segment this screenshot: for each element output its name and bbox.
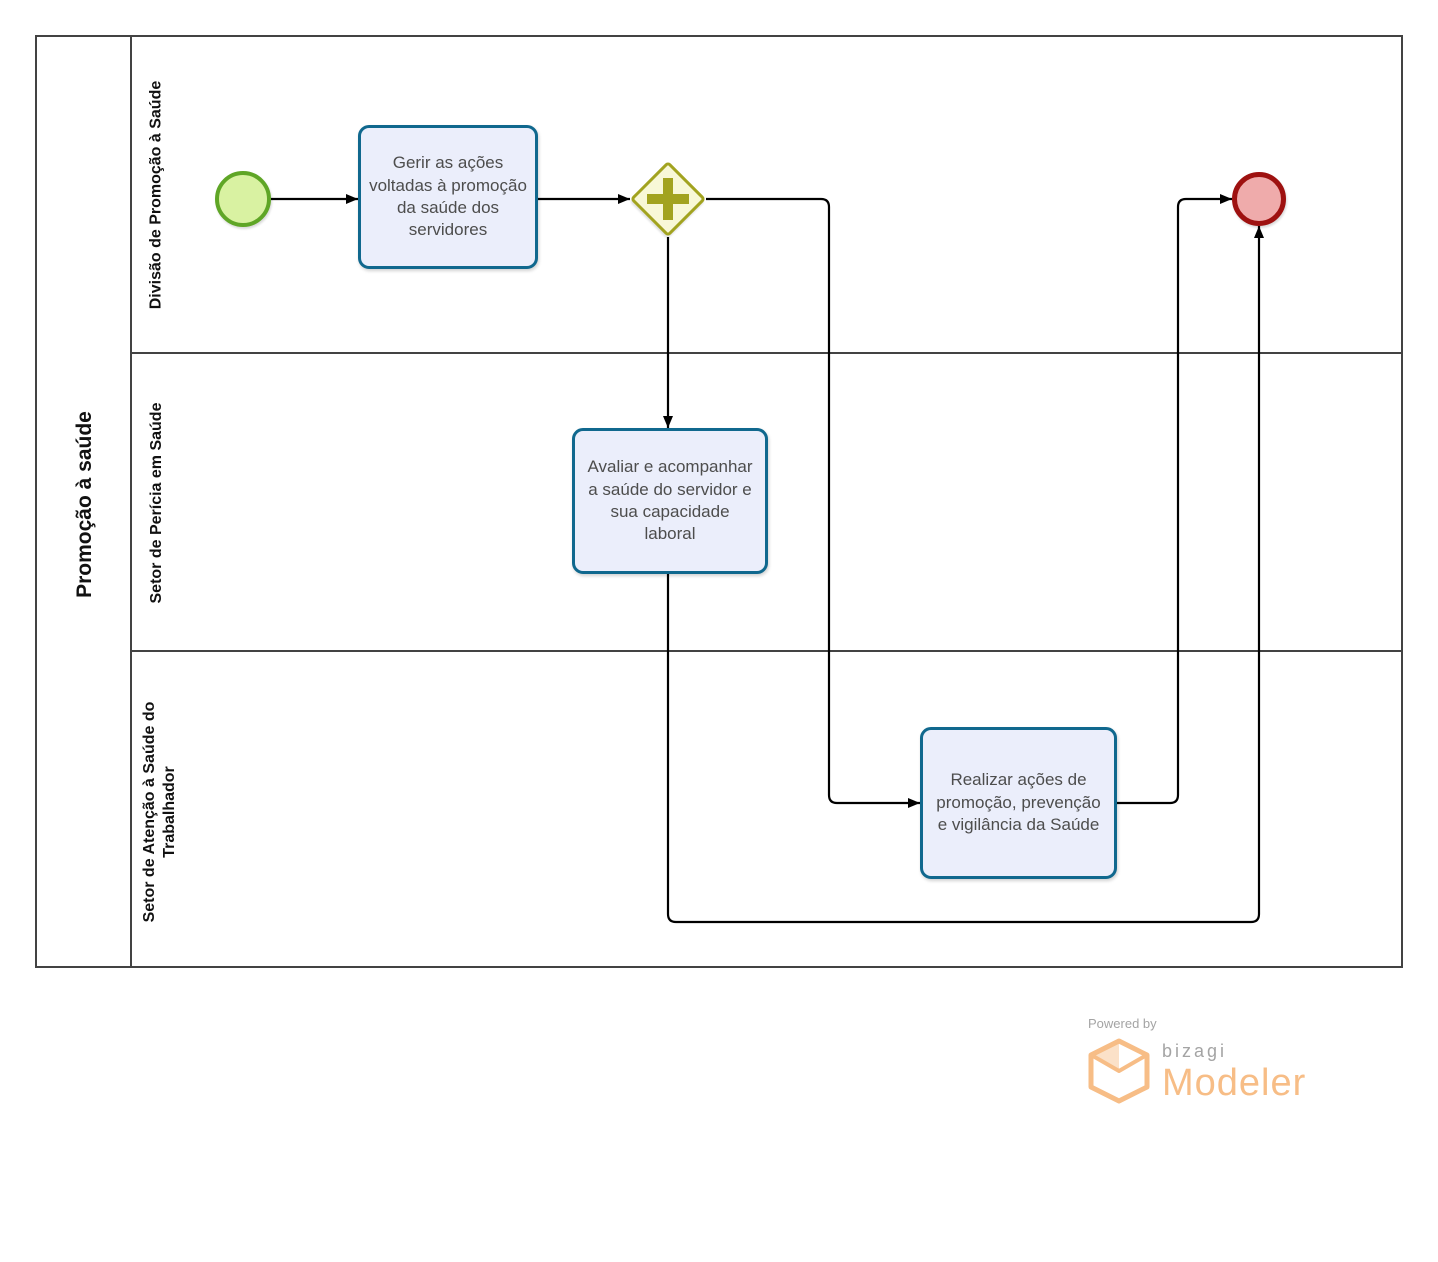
- lane-divider: [132, 352, 1401, 354]
- powered-by-label: Powered by: [1088, 1016, 1157, 1031]
- pool-title: Promoção à saúde: [72, 411, 96, 598]
- pool-header-divider: [130, 37, 132, 966]
- parallel-plus-icon: [647, 178, 689, 220]
- bizagi-modeler-logo[interactable]: Powered by bizagi Modeler: [1088, 1016, 1306, 1104]
- lane-label-pericia-saude: Setor de Perícia em Saúde: [148, 402, 165, 604]
- lane-label-atencao-saude-trabalhador: Setor de Atenção à Saúde do Trabalhador: [132, 653, 188, 971]
- task-label: Avaliar e acompanhar a saúde do servidor…: [587, 457, 753, 544]
- task-label: Gerir as ações voltadas à promoção da sa…: [369, 153, 527, 240]
- lane-label-text: Setor de Atenção à Saúde do Trabalhador: [141, 701, 178, 923]
- end-event[interactable]: [1232, 172, 1286, 226]
- task-label: Realizar ações de promoção, prevenção e …: [936, 770, 1101, 835]
- task-gerir-acoes[interactable]: Gerir as ações voltadas à promoção da sa…: [358, 125, 538, 269]
- bizagi-hexagon-icon: [1088, 1038, 1150, 1104]
- bizagi-wordmark: bizagi: [1162, 1041, 1228, 1061]
- task-realizar-acoes[interactable]: Realizar ações de promoção, prevenção e …: [920, 727, 1117, 879]
- lane-label-divisao-promocao: Divisão de Promoção à Saúde: [147, 80, 165, 310]
- start-event[interactable]: [215, 171, 271, 227]
- lane-divider: [132, 650, 1401, 652]
- task-avaliar-acompanhar[interactable]: Avaliar e acompanhar a saúde do servidor…: [572, 428, 768, 574]
- modeler-wordmark: Modeler: [1162, 1062, 1307, 1104]
